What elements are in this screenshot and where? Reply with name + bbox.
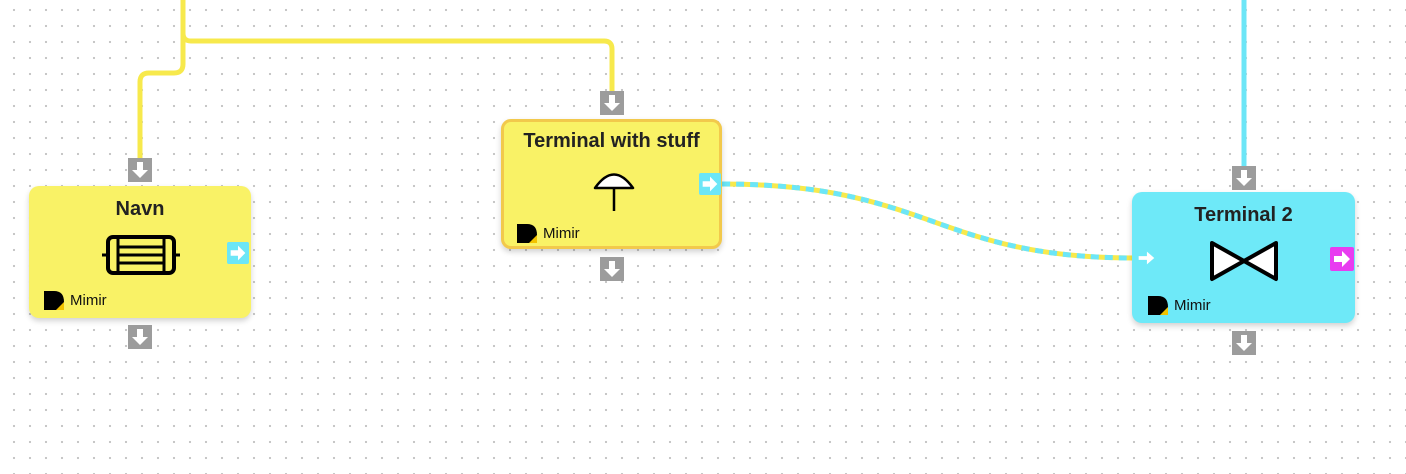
library-badge: Mimir bbox=[1147, 294, 1211, 316]
terminal-2-top-port-arrow-down-icon[interactable] bbox=[1232, 166, 1256, 190]
terminal-with-stuff-top-port-arrow-down-icon[interactable] bbox=[600, 91, 624, 115]
terminal-with-stuff-right-port-arrow-right-icon[interactable] bbox=[699, 173, 721, 195]
node-terminal-with-stuff[interactable]: Terminal with stuff Mimir bbox=[501, 119, 722, 249]
library-label: Mimir bbox=[543, 224, 580, 242]
node-title: Navn bbox=[115, 198, 165, 220]
node-navn[interactable]: Navn Mimir bbox=[29, 186, 251, 318]
umbrella-icon bbox=[592, 167, 636, 218]
library-label: Mimir bbox=[1174, 296, 1211, 314]
library-icon bbox=[1148, 296, 1168, 315]
terminal-2-right-port-arrow-right-icon[interactable] bbox=[1330, 247, 1354, 271]
node-terminal-2[interactable]: Terminal 2 Mimir bbox=[1132, 192, 1355, 323]
terminal-2-left-port-arrow-right-icon[interactable] bbox=[1135, 247, 1157, 269]
edge-top-yellow-navn[interactable] bbox=[137, 0, 186, 158]
navn-right-port-arrow-right-icon[interactable] bbox=[227, 242, 249, 264]
navn-bottom-port-arrow-down-icon[interactable] bbox=[128, 325, 152, 349]
heat-exchanger-icon bbox=[102, 234, 180, 281]
navn-top-port-arrow-down-icon[interactable] bbox=[128, 158, 152, 182]
terminal-with-stuff-bottom-port-arrow-down-icon[interactable] bbox=[600, 257, 624, 281]
library-badge: Mimir bbox=[516, 222, 580, 244]
terminal-2-bottom-port-arrow-down-icon[interactable] bbox=[1232, 331, 1256, 355]
node-title: Terminal 2 bbox=[1194, 204, 1293, 226]
library-icon bbox=[517, 224, 537, 243]
library-badge: Mimir bbox=[43, 289, 107, 311]
library-label: Mimir bbox=[70, 291, 107, 309]
node-title: Terminal with stuff bbox=[523, 130, 700, 152]
valve-icon bbox=[1209, 240, 1279, 287]
library-icon bbox=[44, 291, 64, 310]
edge-terminal-with-stuff-to-terminal-2[interactable] bbox=[721, 181, 1136, 261]
edge-top-yellow-terminal-with-stuff[interactable] bbox=[180, 30, 615, 91]
